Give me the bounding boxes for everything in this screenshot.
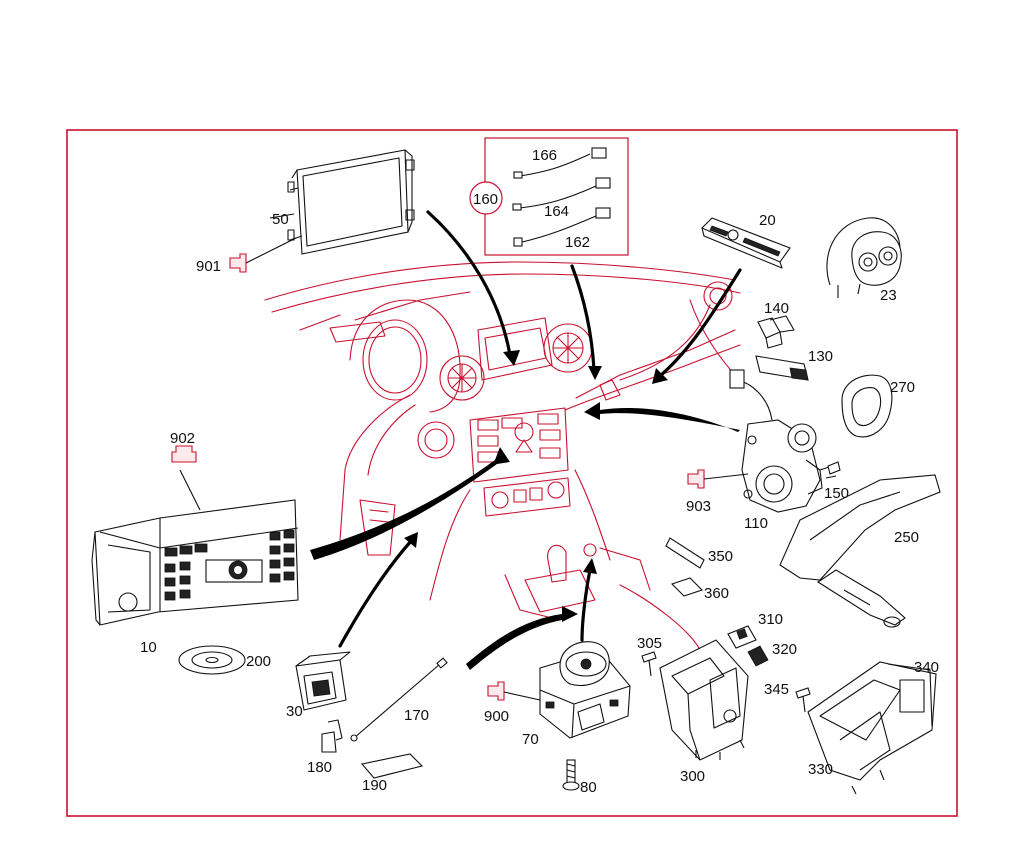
callout-300: 300 — [680, 768, 705, 785]
callout-200: 200 — [246, 653, 271, 670]
switch-part-320 — [747, 645, 769, 667]
controller-unit-part — [729, 369, 841, 513]
module-icon-902 — [171, 445, 197, 463]
callout-170: 170 — [404, 707, 429, 724]
bolt-part-80 — [562, 759, 580, 791]
cable-set-box — [469, 137, 629, 256]
callout-330: 330 — [808, 761, 833, 778]
callout-labels: 50 901 166 160 164 162 20 23 140 130 270… — [140, 147, 939, 796]
callout-250: 250 — [894, 529, 919, 546]
assembly-arrows — [310, 210, 742, 670]
callout-20: 20 — [759, 212, 776, 229]
callout-180: 180 — [307, 759, 332, 776]
callout-340: 340 — [914, 659, 939, 676]
clip-part-130 — [755, 355, 809, 381]
callout-162: 162 — [565, 234, 590, 251]
callout-30: 30 — [286, 703, 303, 720]
callout-190: 190 — [362, 777, 387, 794]
module-icon-903 — [687, 469, 749, 489]
callout-140: 140 — [764, 300, 789, 317]
callout-305: 305 — [637, 635, 662, 652]
callout-110: 110 — [744, 515, 768, 532]
callout-166: 166 — [532, 147, 557, 164]
callout-900: 900 — [484, 708, 509, 725]
control-knob-part — [539, 641, 631, 739]
speaker-part — [826, 217, 902, 298]
trim-ring-part — [841, 374, 893, 438]
usb-socket-part — [295, 651, 351, 711]
module-icon-900 — [487, 681, 541, 701]
callout-345: 345 — [764, 681, 789, 698]
callout-320: 320 — [772, 641, 797, 658]
callout-901: 901 — [196, 258, 221, 275]
callout-903: 903 — [686, 498, 711, 515]
dashboard-line-art — [264, 261, 741, 651]
callout-70: 70 — [522, 731, 539, 748]
cd-disc-part — [178, 645, 246, 675]
trim-arm-part — [779, 474, 941, 628]
pad-part-360 — [670, 577, 704, 597]
callout-902: 902 — [170, 430, 195, 447]
callout-310: 310 — [758, 611, 783, 628]
callout-50: 50 — [272, 211, 289, 228]
callout-10: 10 — [140, 639, 157, 656]
callout-164: 164 — [544, 203, 569, 220]
switch-part-310 — [727, 625, 757, 649]
bracket-part-140 — [757, 315, 795, 349]
callout-360: 360 — [704, 585, 729, 602]
antenna-rod-part — [350, 657, 448, 742]
strip-part-350 — [665, 537, 705, 569]
remote-control-part — [701, 217, 791, 269]
callout-160: 160 — [473, 191, 498, 208]
head-unit-part — [91, 469, 299, 626]
clip-part-180 — [321, 719, 343, 753]
callout-350: 350 — [708, 548, 733, 565]
screw-part-305 — [641, 651, 657, 677]
module-icon-901 — [229, 237, 297, 273]
callout-270: 270 — [890, 379, 915, 396]
diagram-frame — [66, 129, 958, 817]
trim-panel-part — [807, 661, 937, 795]
label-part-190 — [360, 753, 424, 779]
display-screen-part — [269, 149, 415, 255]
screw-part-345 — [795, 687, 811, 713]
console-bracket-part — [659, 639, 749, 761]
callout-150: 150 — [824, 485, 849, 502]
callout-23: 23 — [880, 287, 897, 304]
callout-80: 80 — [580, 779, 597, 796]
callout-130: 130 — [808, 348, 833, 365]
